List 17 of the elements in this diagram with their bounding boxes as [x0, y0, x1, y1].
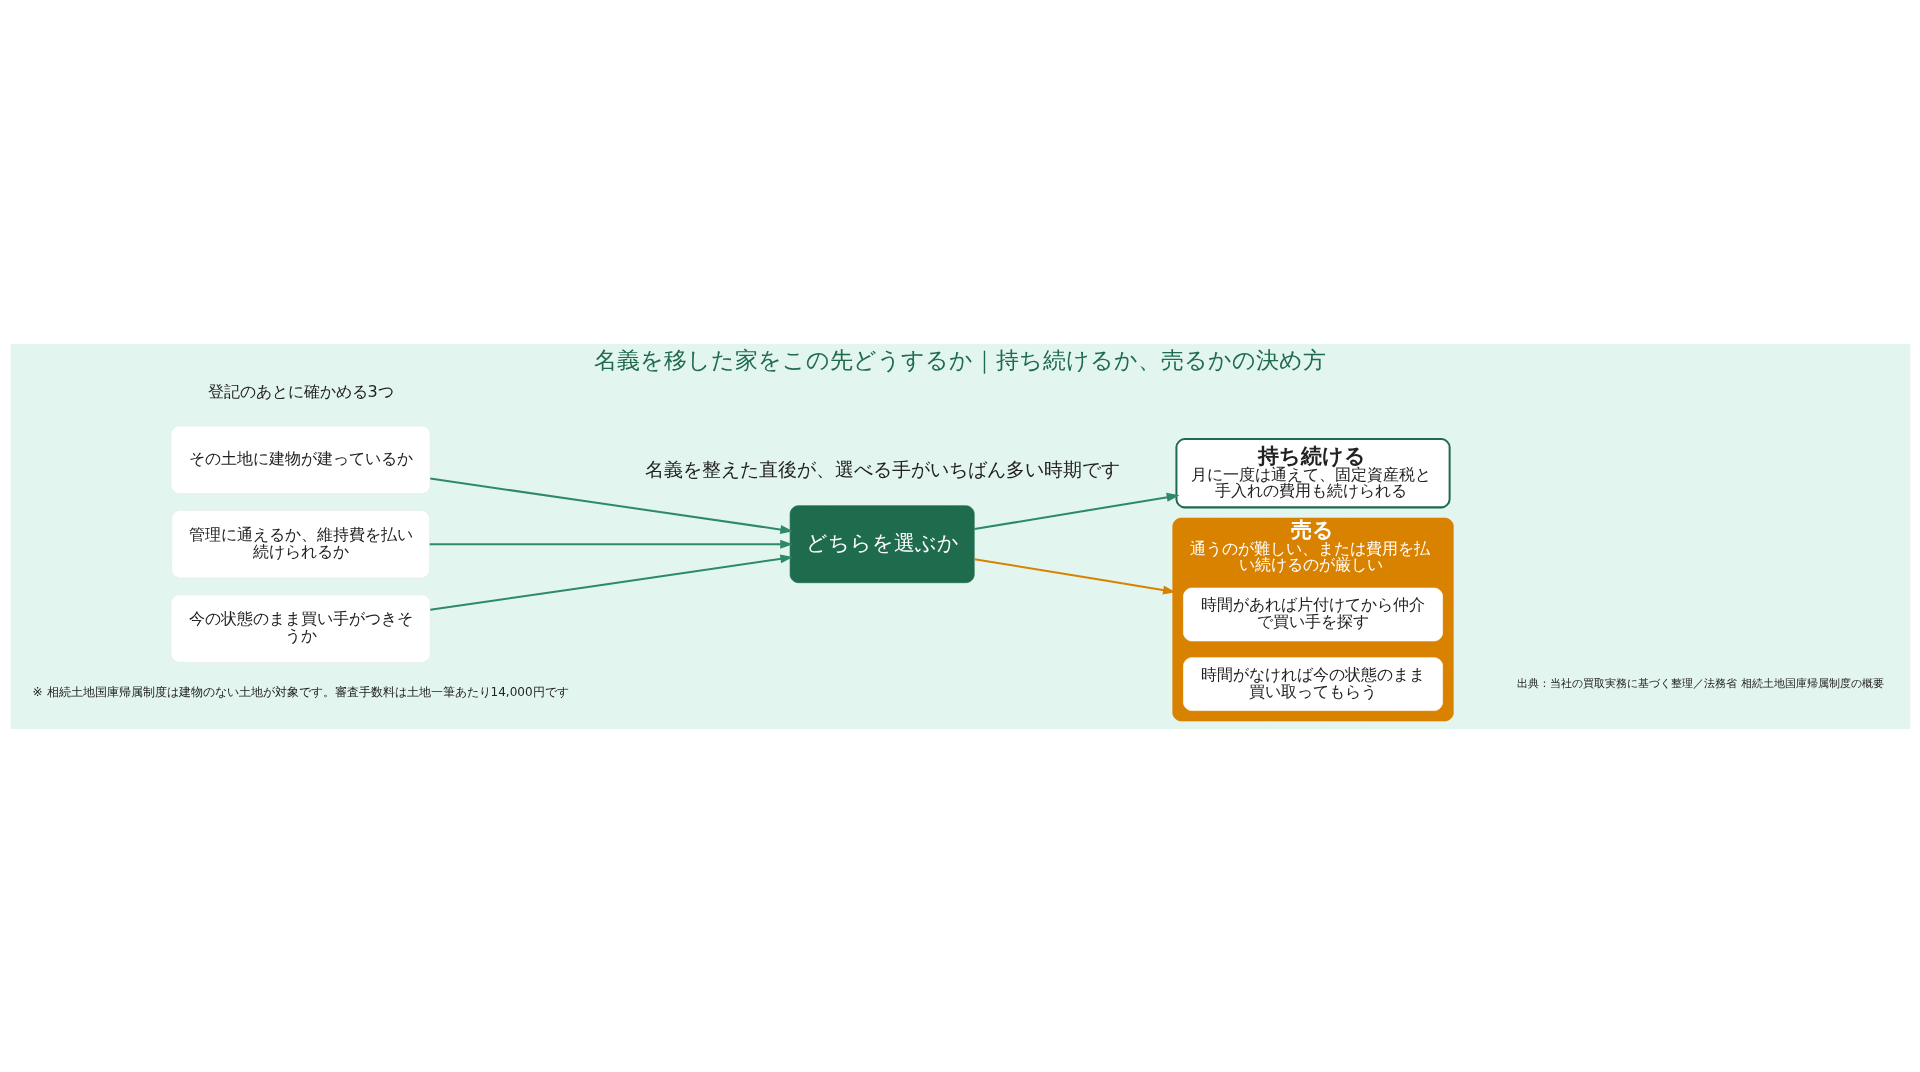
- node-box: 持ち続ける 月に一度は通えて、固定資産税と手入れの費用も続けられる: [1174, 437, 1451, 508]
- label: 登記のあとに確かめる3つ: [207, 381, 394, 401]
- label: 出典：当社の買取実務に基づく整理／法務省 相続土地国庫帰属制度の概要: [1516, 675, 1884, 690]
- node-box: その土地に建物が建っているか: [170, 425, 431, 494]
- label: 名義を整えた直後が、選べる手がいちばん多い時期です: [644, 458, 1120, 480]
- arrow: [973, 557, 1176, 594]
- arrow: [429, 553, 793, 611]
- diagram-title: 名義を移した家をこの先どうするか｜持ち続けるか、売るかの決め方: [594, 346, 1326, 373]
- arrow: [973, 492, 1179, 530]
- arrow: [429, 539, 793, 549]
- arrow: [429, 477, 793, 534]
- node-box: どちらを選ぶか: [789, 504, 975, 583]
- node-box: 時間がなければ今の状態のまま買い取ってもらう: [1182, 656, 1443, 711]
- node-box: 管理に通えるか、維持費を払い続けられるか: [170, 509, 430, 578]
- label: ※ 相続土地国庫帰属制度は建物のない土地が対象です。審査手数料は土地一筆あたり14,000円です: [32, 684, 569, 699]
- node-box: 時間があれば片付けてから仲介で買い手を探す: [1182, 587, 1443, 641]
- node-box: 今の状態のまま買い手がつきそうか: [170, 593, 431, 663]
